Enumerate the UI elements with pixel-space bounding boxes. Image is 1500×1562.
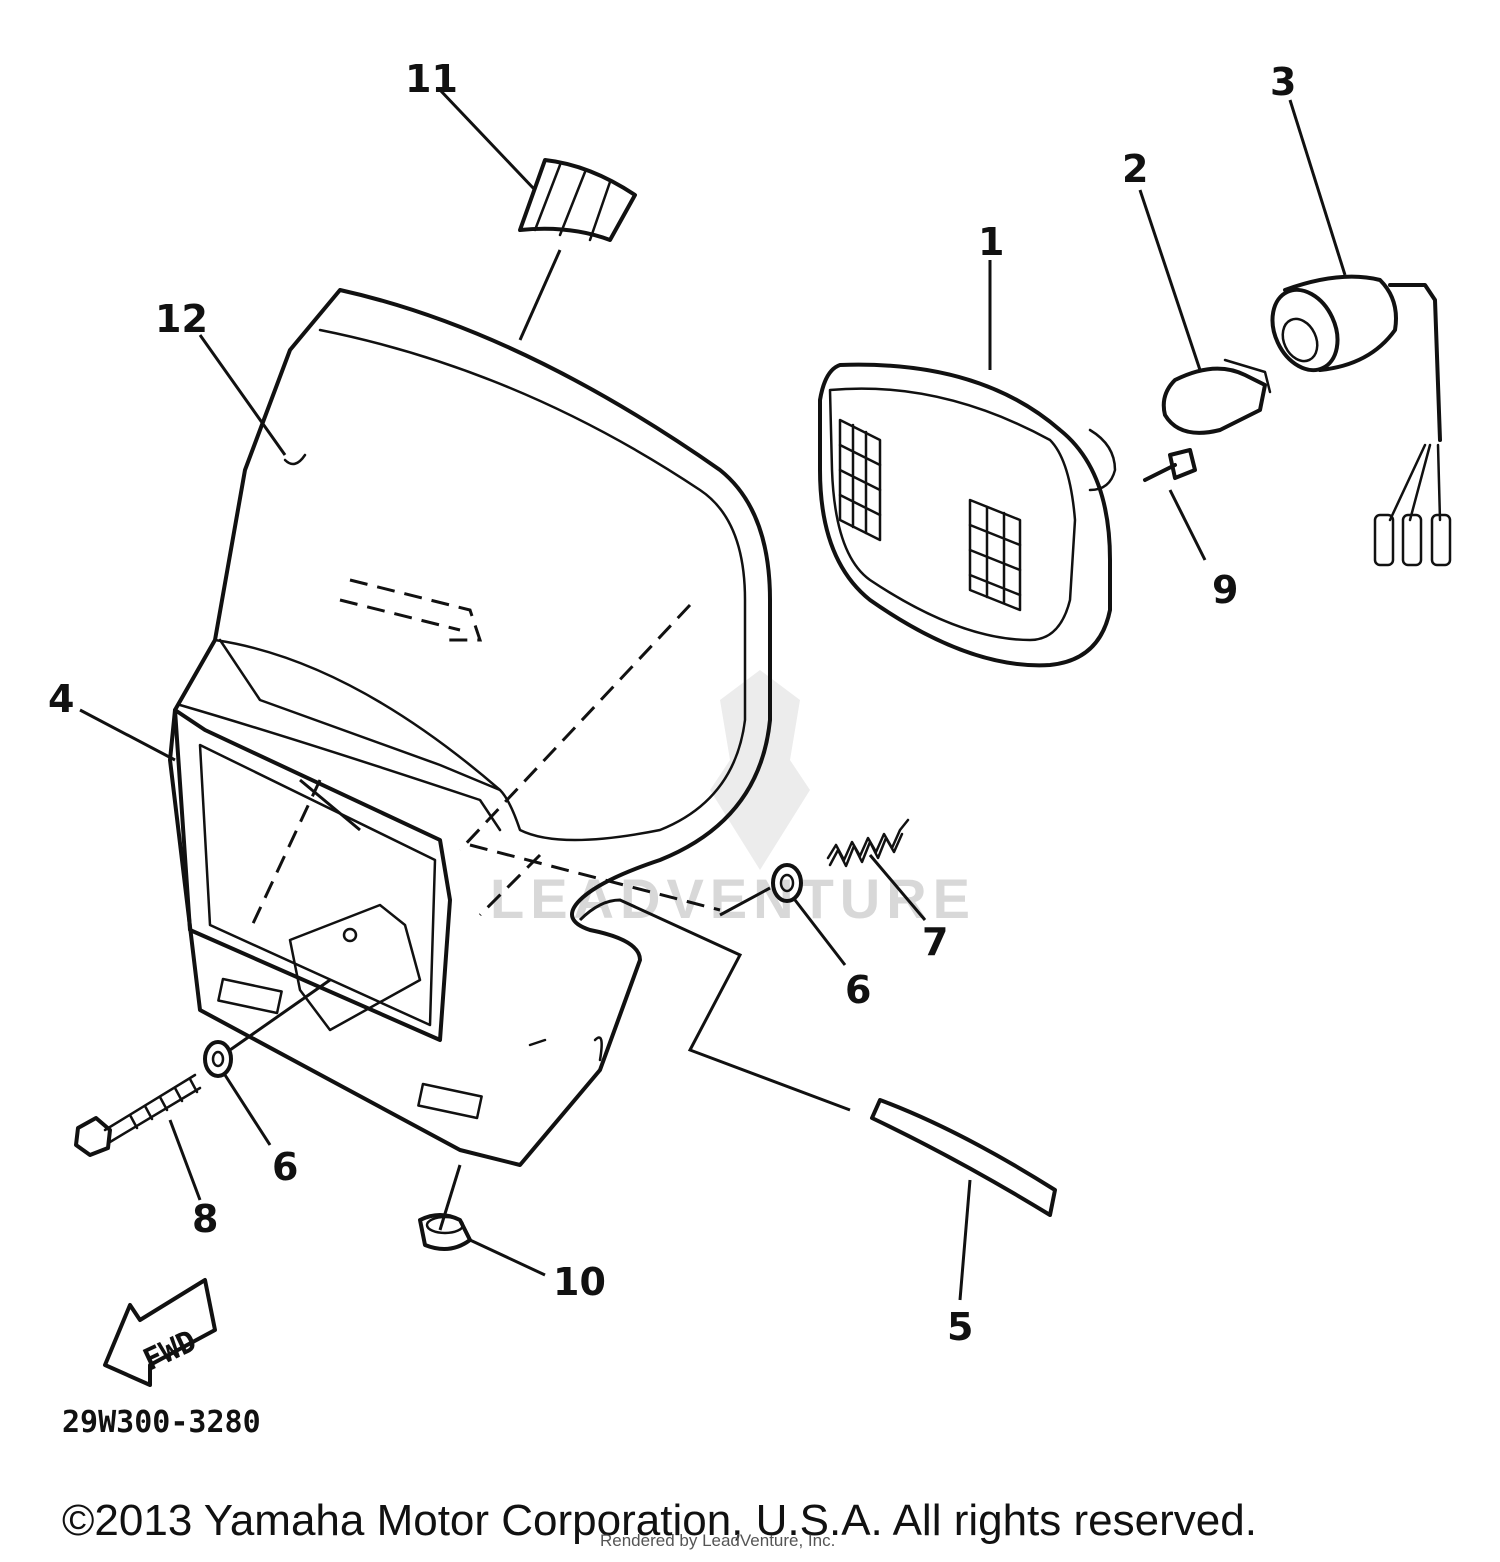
top-damper xyxy=(518,158,637,341)
headlight-unit xyxy=(818,362,1117,668)
callout-1: 1 xyxy=(978,220,1004,264)
washer-lower xyxy=(203,1040,272,1146)
collar-upper xyxy=(719,863,847,966)
callout-12: 12 xyxy=(155,297,208,341)
diagram-part-code: 29W300-3280 xyxy=(62,1405,261,1440)
fwd-arrow: FWD xyxy=(103,1278,217,1387)
grommet xyxy=(418,1213,546,1277)
leader-11 xyxy=(438,88,537,192)
fwd-label: FWD xyxy=(138,1324,202,1379)
callout-7: 7 xyxy=(922,920,948,964)
leader-2 xyxy=(1138,189,1202,371)
part-12-clip xyxy=(283,453,307,466)
watermark-text: LEADVENTURE xyxy=(490,867,976,930)
headlight-bulb xyxy=(1161,358,1272,435)
socket-cord xyxy=(1270,274,1452,567)
copyright-notice: ©2013 Yamaha Motor Corporation, U.S.A. A… xyxy=(62,1496,1257,1545)
callout-4: 4 xyxy=(48,677,74,721)
spring xyxy=(826,818,927,921)
callout-2: 2 xyxy=(1122,147,1148,191)
callout-labels: 11 12 1 2 3 4 9 7 6 6 8 10 5 xyxy=(48,57,1296,1349)
callout-9: 9 xyxy=(1212,568,1238,612)
rendered-by-notice: Rendered by LeadVenture, Inc. xyxy=(600,1531,836,1550)
callout-6-upper: 6 xyxy=(845,968,871,1012)
leader-3 xyxy=(1288,99,1347,276)
headlight-cowl xyxy=(168,288,772,1167)
band xyxy=(870,1098,1057,1301)
callout-11: 11 xyxy=(405,57,458,101)
leader-4 xyxy=(79,708,176,762)
callout-8: 8 xyxy=(192,1197,218,1241)
leader-12 xyxy=(198,334,287,456)
callout-6-lower: 6 xyxy=(272,1145,298,1189)
assembly-lines xyxy=(229,603,851,1231)
lens-pattern-right xyxy=(968,498,1022,612)
callout-3: 3 xyxy=(1270,60,1296,104)
adjust-screw xyxy=(1143,448,1207,561)
callout-5: 5 xyxy=(947,1305,973,1349)
callout-10: 10 xyxy=(553,1260,606,1304)
lens-pattern-left xyxy=(838,418,882,542)
bolt xyxy=(74,1073,202,1201)
watermark: LEADVENTURE xyxy=(490,670,976,930)
